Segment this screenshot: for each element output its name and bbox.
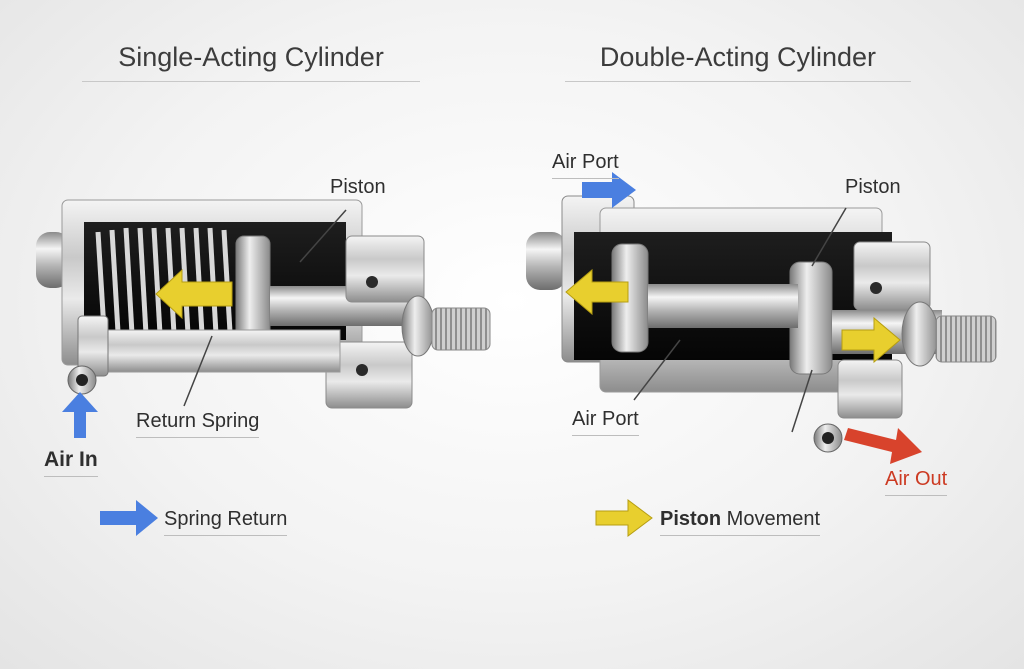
spring-leader-line — [183, 335, 213, 407]
return-spring-label: Return Spring — [136, 410, 260, 438]
front-end-cap-lower — [325, 341, 413, 409]
rod-gland — [901, 301, 939, 367]
left-piston-label: Piston — [330, 176, 386, 198]
single-acting-cylinder — [36, 199, 491, 536]
air-out-leader-line — [791, 369, 813, 433]
yellow-arrow-icon — [841, 316, 901, 364]
blue-arrow-icon — [582, 172, 636, 208]
double-acting-cylinder — [526, 172, 997, 537]
cap-bolt — [356, 364, 368, 376]
air-outlet-hole — [822, 432, 834, 444]
rod-gland — [401, 295, 435, 357]
threaded-rod-end — [935, 315, 997, 363]
right-piston-label: Piston — [845, 176, 901, 198]
return-spring — [95, 227, 233, 335]
front-end-cap — [345, 235, 425, 303]
double-acting-title: Double-Acting Cylinder — [565, 42, 911, 82]
piston-movement-legend: Piston Movement — [660, 508, 821, 536]
air-inlet-hole — [76, 374, 88, 386]
rear-stub — [526, 232, 566, 290]
front-end-cap-lower — [837, 359, 903, 419]
air-out-label: Air Out — [885, 468, 948, 496]
yellow-legend-arrow-icon — [595, 499, 653, 537]
lower-housing — [79, 329, 341, 373]
mid-air-port-label: Air Port — [572, 408, 639, 436]
cap-bolt — [366, 276, 378, 288]
legend-bold-text: Piston — [660, 508, 722, 530]
yellow-arrow-icon — [155, 268, 233, 320]
red-arrow-icon — [844, 428, 922, 464]
top-air-port-label: Air Port — [552, 151, 619, 179]
piston-leader-line — [811, 207, 847, 267]
spring-return-legend-label: Spring Return — [164, 508, 288, 536]
threaded-rod-end — [431, 307, 491, 351]
air-port-leader-line — [633, 339, 681, 401]
piston-rod — [648, 284, 798, 328]
air-in-label: Air In — [44, 448, 98, 477]
blue-arrow-icon — [62, 392, 98, 438]
cap-bolt — [870, 282, 882, 294]
front-end-cap — [853, 241, 931, 311]
single-acting-title: Single-Acting Cylinder — [82, 42, 420, 82]
piston-leader-line — [299, 209, 347, 263]
legend-rest-text: Movement — [721, 508, 821, 530]
yellow-arrow-icon — [565, 268, 629, 316]
blue-legend-arrow-icon — [100, 500, 158, 536]
